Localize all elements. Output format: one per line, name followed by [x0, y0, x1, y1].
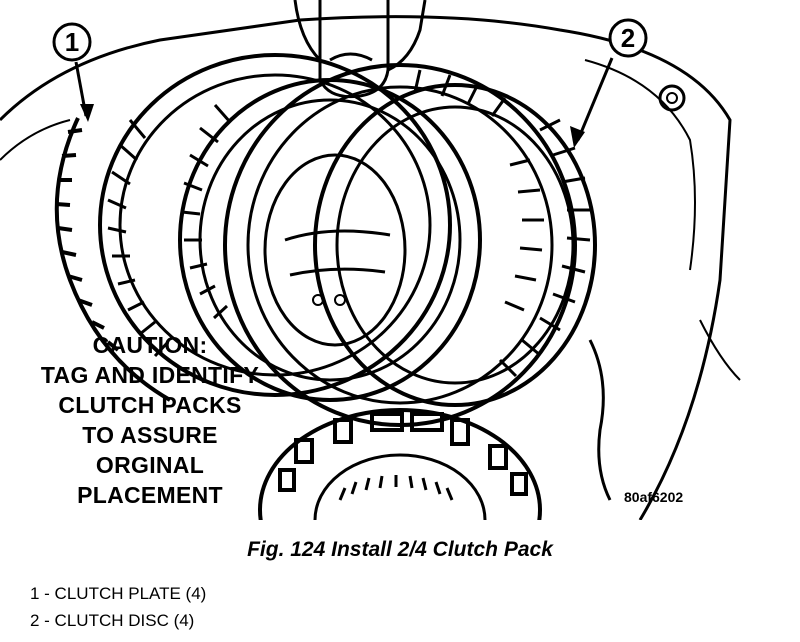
lower-gear-teeth	[338, 475, 454, 501]
callout-1-circle	[52, 22, 92, 62]
caution-line: CAUTION:	[92, 332, 208, 358]
hub-hole-1	[312, 294, 324, 306]
case-edge-left	[0, 119, 71, 161]
callout-1-arrowhead	[80, 104, 94, 122]
case-bolt-hole-inner	[666, 92, 678, 104]
legend: 1 - CLUTCH PLATE (4) 2 - CLUTCH DISC (4)	[30, 580, 206, 634]
hand-fingers	[293, 0, 427, 99]
clutch-plate-teeth	[55, 128, 120, 352]
clutch-disc-ring-4	[313, 83, 597, 407]
hub-hole-2	[334, 294, 346, 306]
legend-item: 1 - CLUTCH PLATE (4)	[30, 584, 207, 603]
caution-line: PLACEMENT	[77, 482, 223, 508]
fingernail	[329, 52, 373, 62]
friction-hatching	[107, 69, 591, 378]
clutch-disc-ring-1-inner	[118, 73, 432, 377]
case-outline	[0, 15, 732, 520]
case-inner-outline	[584, 59, 696, 271]
callout-2: 2	[570, 18, 648, 148]
lower-drum-outer	[258, 408, 542, 520]
hub-ring	[263, 153, 407, 347]
callout-2-arrowhead	[570, 126, 585, 148]
callout-2-circle	[608, 18, 648, 58]
caution-line: CLUTCH PACKS	[58, 392, 242, 418]
figure-caption: Fig. 124 Install 2/4 Clutch Pack	[247, 538, 553, 561]
case-edge-right	[699, 319, 741, 381]
clutch-disc-ring-1	[98, 53, 452, 397]
clutch-disc-ring-3-inner	[246, 85, 554, 405]
clutch-disc-ring-4-inner	[335, 105, 575, 385]
legend-item: 2 - CLUTCH DISC (4)	[30, 611, 195, 630]
figure-code: 80af6202	[624, 489, 684, 505]
hub-detail	[284, 229, 391, 277]
clutch-pack-illustration: 1 2	[0, 0, 741, 520]
caution-line: TO ASSURE	[82, 422, 218, 448]
caution-note: CAUTION: TAG AND IDENTIFY CLUTCH PACKS T…	[0, 330, 300, 510]
caution-line: ORGINAL	[95, 452, 205, 478]
callout-1-number: 1	[65, 27, 79, 57]
caution-line: TAG AND IDENTIFY	[40, 362, 260, 388]
lower-drum-inner	[313, 453, 487, 520]
callout-1: 1	[52, 22, 94, 122]
clutch-plate-outer-ring	[54, 117, 171, 402]
lower-drum-splines	[278, 412, 528, 496]
callout-2-leader	[576, 57, 614, 141]
right-bracket	[588, 339, 612, 501]
case-bolt-hole	[658, 84, 686, 112]
callout-2-number: 2	[621, 23, 635, 53]
